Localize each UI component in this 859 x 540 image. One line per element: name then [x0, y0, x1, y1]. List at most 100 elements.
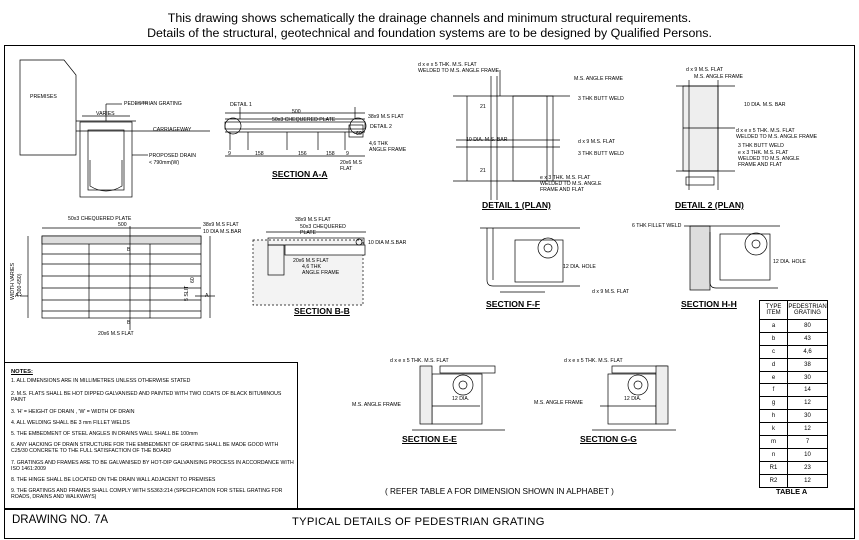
section-ff-title: SECTION F-F [486, 299, 540, 309]
note-1: 1. ALL DIMENSIONS ARE IN MILLIMETRES UNL… [11, 378, 191, 384]
bb-flat-20x6: 20x6 M.S FLAT [293, 258, 329, 264]
table-cell-item: n [759, 447, 788, 462]
d2-flat3-welded: WELDED TO M.S. ANGLE [738, 156, 800, 162]
table-cell-item: b [759, 331, 788, 346]
aa-flat-20x6: 20x6 M.S [340, 160, 362, 166]
d1-flat-welded: WELDED TO M.S. ANGLE FRAME [418, 68, 500, 74]
d2-flat-welded: WELDED TO M.S. ANGLE FRAME [736, 134, 818, 140]
detail1-title: DETAIL 1 (PLAN) [482, 200, 551, 210]
d1-flat3-frame: FRAME AND FLAT [540, 187, 585, 193]
table-header-item: TYPE ITEM [759, 300, 788, 320]
table-cell-value: 7 [787, 435, 828, 449]
table-cell-item: m [759, 435, 788, 449]
bb-10dia-bar: 10 DIA M.S.BAR [368, 240, 407, 246]
d1-butt-weld-2: 3 THK BUTT WELD [578, 151, 624, 157]
drain-channel [79, 121, 133, 198]
pedestrian-grating-label: PEDESTRIAN GRATING [124, 101, 182, 107]
bb-plate-label: PLATE [300, 230, 317, 236]
detail2-title: DETAIL 2 (PLAN) [675, 200, 744, 210]
notes-title: NOTES: [11, 369, 33, 375]
notes-box [4, 362, 298, 509]
note-7: 7. GRATINGS AND FRAMES ARE TO BE GALVANI… [11, 460, 294, 473]
section-aa-title: SECTION A-A [272, 169, 328, 179]
d2-flat: d x e x 5 THK. M.S. FLAT [736, 128, 795, 134]
table-cell-item: h [759, 409, 788, 424]
table-cell-item: e [759, 370, 788, 385]
aa-plate [224, 121, 366, 130]
note-6: 6. ANY HACKING OF DRAIN STRUCTURE FOR TH… [11, 442, 279, 455]
ff-dx9-flat: d x 9 M.S. FLAT [592, 289, 630, 295]
aa-angle-frame: ANGLE FRAME [369, 147, 407, 153]
d1-bar: 10 DIA. M.S. BAR [466, 137, 508, 143]
plan-a-left: A [15, 293, 19, 299]
header-line-1: This drawing shows schematically the dra… [167, 11, 692, 25]
gg-dia: 12 DIA. [624, 396, 642, 402]
header-line-2: Details of the structural, geotechnical … [147, 26, 712, 40]
note-5: 5. THE EMBEDMENT OF STEEL ANGLES IN DRAI… [11, 431, 198, 437]
table-cell-value: 23 [787, 460, 828, 475]
bb-angle-frame: ANGLE FRAME [302, 270, 340, 276]
plan-10dia-bar: 10 DIA M.S.BAR [203, 229, 242, 235]
table-cell-value: 43 [787, 331, 828, 346]
section-ee-title: SECTION E-E [402, 434, 457, 444]
ee-angle-frame: M.S. ANGLE FRAME [352, 402, 402, 408]
table-header-grating: PEDESTRIAN GRATING [787, 300, 828, 320]
d1-dx9-flat: d x 9 M.S. FLAT [578, 139, 616, 145]
aa-dim-158a: 158 [255, 151, 264, 157]
section-hh-title: SECTION H-H [681, 299, 737, 309]
section-gg-title: SECTION G-G [580, 434, 637, 444]
detail2-callout: DETAIL 2 [370, 124, 392, 130]
plan-chequered-plate: 50x3 CHEQUERED PLATE [68, 216, 132, 222]
plan-b-bottom: B [127, 320, 131, 326]
table-cell-value: 4,6 [787, 344, 828, 359]
drawing-title: TYPICAL DETAILS OF PEDESTRIAN GRATING [292, 516, 545, 528]
plan-slit-60: 60 [190, 277, 196, 283]
table-cell-item: f [759, 383, 788, 398]
table-cell-item: d [759, 357, 788, 372]
plan-flat-20x6: 20x6 M.S FLAT [98, 331, 134, 337]
ee-dia: 12 DIA. [452, 396, 470, 402]
gg-angle-frame: M.S. ANGLE FRAME [534, 400, 584, 406]
table-cell-value: 12 [787, 422, 828, 437]
table-cell-value: 80 [787, 319, 828, 333]
d2-flat3: e x 3 THK. M.S. FLAT [738, 150, 789, 156]
table-cell-value: 12 [787, 396, 828, 411]
d1-butt-weld: 3 THK BUTT WELD [578, 96, 624, 102]
table-cell-value: 12 [787, 473, 828, 488]
gg-flat: d x e x 5 THK. M.S. FLAT [564, 358, 623, 364]
table-cell-item: k [759, 422, 788, 437]
table-cell-item: c [759, 344, 788, 359]
note-4: 4. ALL WELDING SHALL BE 3 mm FILLET WELD… [11, 420, 130, 426]
premises-label: PREMISES [30, 94, 57, 100]
varies-label: VARIES [96, 111, 115, 117]
aa-angle-thk: 4,6 THK [369, 141, 388, 147]
ee-flat: d x e x 5 THK. M.S. FLAT [390, 358, 449, 364]
d1-angle-frame: M.S. ANGLE FRAME [574, 76, 624, 82]
main-frame [4, 45, 855, 509]
d1-flat3: e x 3 THK. M.S. FLAT [540, 175, 591, 181]
d1-flat: d x e x 5 THK. M.S. FLAT [418, 62, 477, 68]
detail1-callout: DETAIL 1 [230, 102, 252, 108]
table-cell-value: 14 [787, 383, 828, 398]
d1-dim-21a: 21 [480, 104, 486, 110]
aa-dim-60: 60 [356, 131, 362, 137]
table-cell-item: g [759, 396, 788, 411]
note-8: 8. THE HINGE SHALL BE LOCATED ON THE DRA… [11, 477, 216, 483]
table-cell-item: R1 [759, 460, 788, 475]
aa-dim-158b: 158 [326, 151, 335, 157]
table-cell-item: a [759, 319, 788, 333]
aa-dim-9b: 9 [346, 151, 349, 157]
plan-grating-outline [41, 235, 202, 319]
plan-dim-500: 500 [118, 222, 127, 228]
table-cell-value: 30 [787, 409, 828, 424]
